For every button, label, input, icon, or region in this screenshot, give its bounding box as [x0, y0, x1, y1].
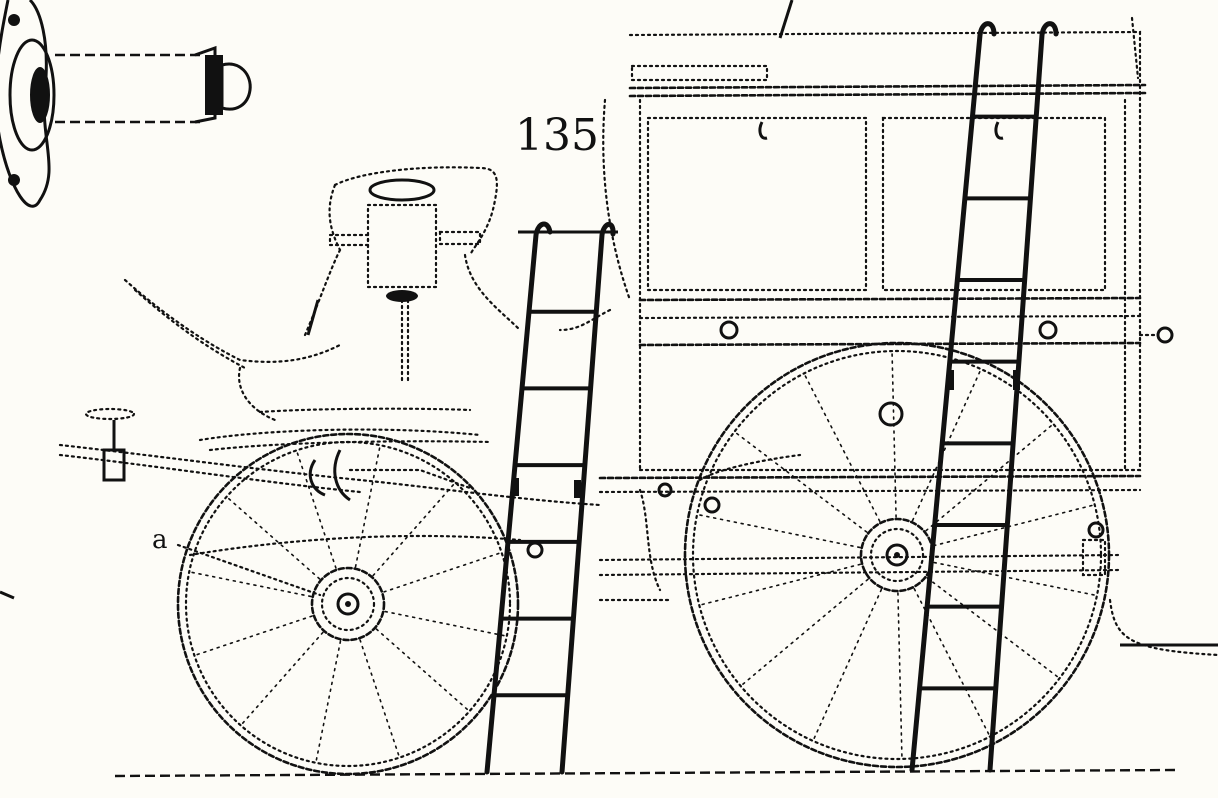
wheel-spoke: [372, 483, 455, 577]
axle-hub-detail: [0, 0, 252, 208]
wheel-spoke: [804, 374, 881, 522]
wheel-spoke: [190, 571, 312, 598]
coach-window-front: [646, 116, 868, 292]
leader-line: [778, 0, 794, 39]
undercarriage: [58, 407, 1122, 602]
drivers-box: [123, 166, 522, 452]
wheel-spoke: [741, 578, 869, 686]
wheel-spoke: [933, 504, 1094, 547]
figure-number: 135: [515, 110, 599, 161]
ground-line: [114, 768, 1176, 778]
front-wheel: [176, 432, 520, 776]
coach-body: [558, 16, 1218, 657]
rear-ladder: [909, 21, 1059, 773]
wheel-spoke: [700, 563, 861, 606]
wheel-spoke: [926, 577, 1059, 678]
rear-wheel: [683, 341, 1111, 769]
wheel-spoke: [911, 370, 981, 522]
wheel-spoke: [296, 451, 337, 569]
wheel-spoke: [897, 592, 903, 758]
coach-window-rear: [881, 116, 1107, 292]
wheel-spoke: [227, 497, 321, 580]
wheel-spoke: [359, 639, 400, 757]
wheel-spoke: [354, 446, 381, 568]
wheel-spoke: [813, 588, 883, 740]
wheel-spoke: [195, 615, 313, 656]
wheel-spoke: [375, 628, 469, 711]
wheel-spoke: [735, 432, 868, 533]
wheel-spoke: [241, 631, 324, 725]
wheel-spoke: [315, 640, 342, 762]
wheel-label: a: [152, 525, 168, 555]
wheel-spoke: [925, 424, 1053, 532]
wheel-spoke: [698, 514, 861, 549]
wheel-spoke: [891, 352, 897, 518]
front-ladder: [484, 221, 618, 775]
wheel-spoke: [933, 561, 1096, 596]
wheel-spoke: [383, 552, 501, 593]
wheel-spoke: [384, 610, 506, 637]
